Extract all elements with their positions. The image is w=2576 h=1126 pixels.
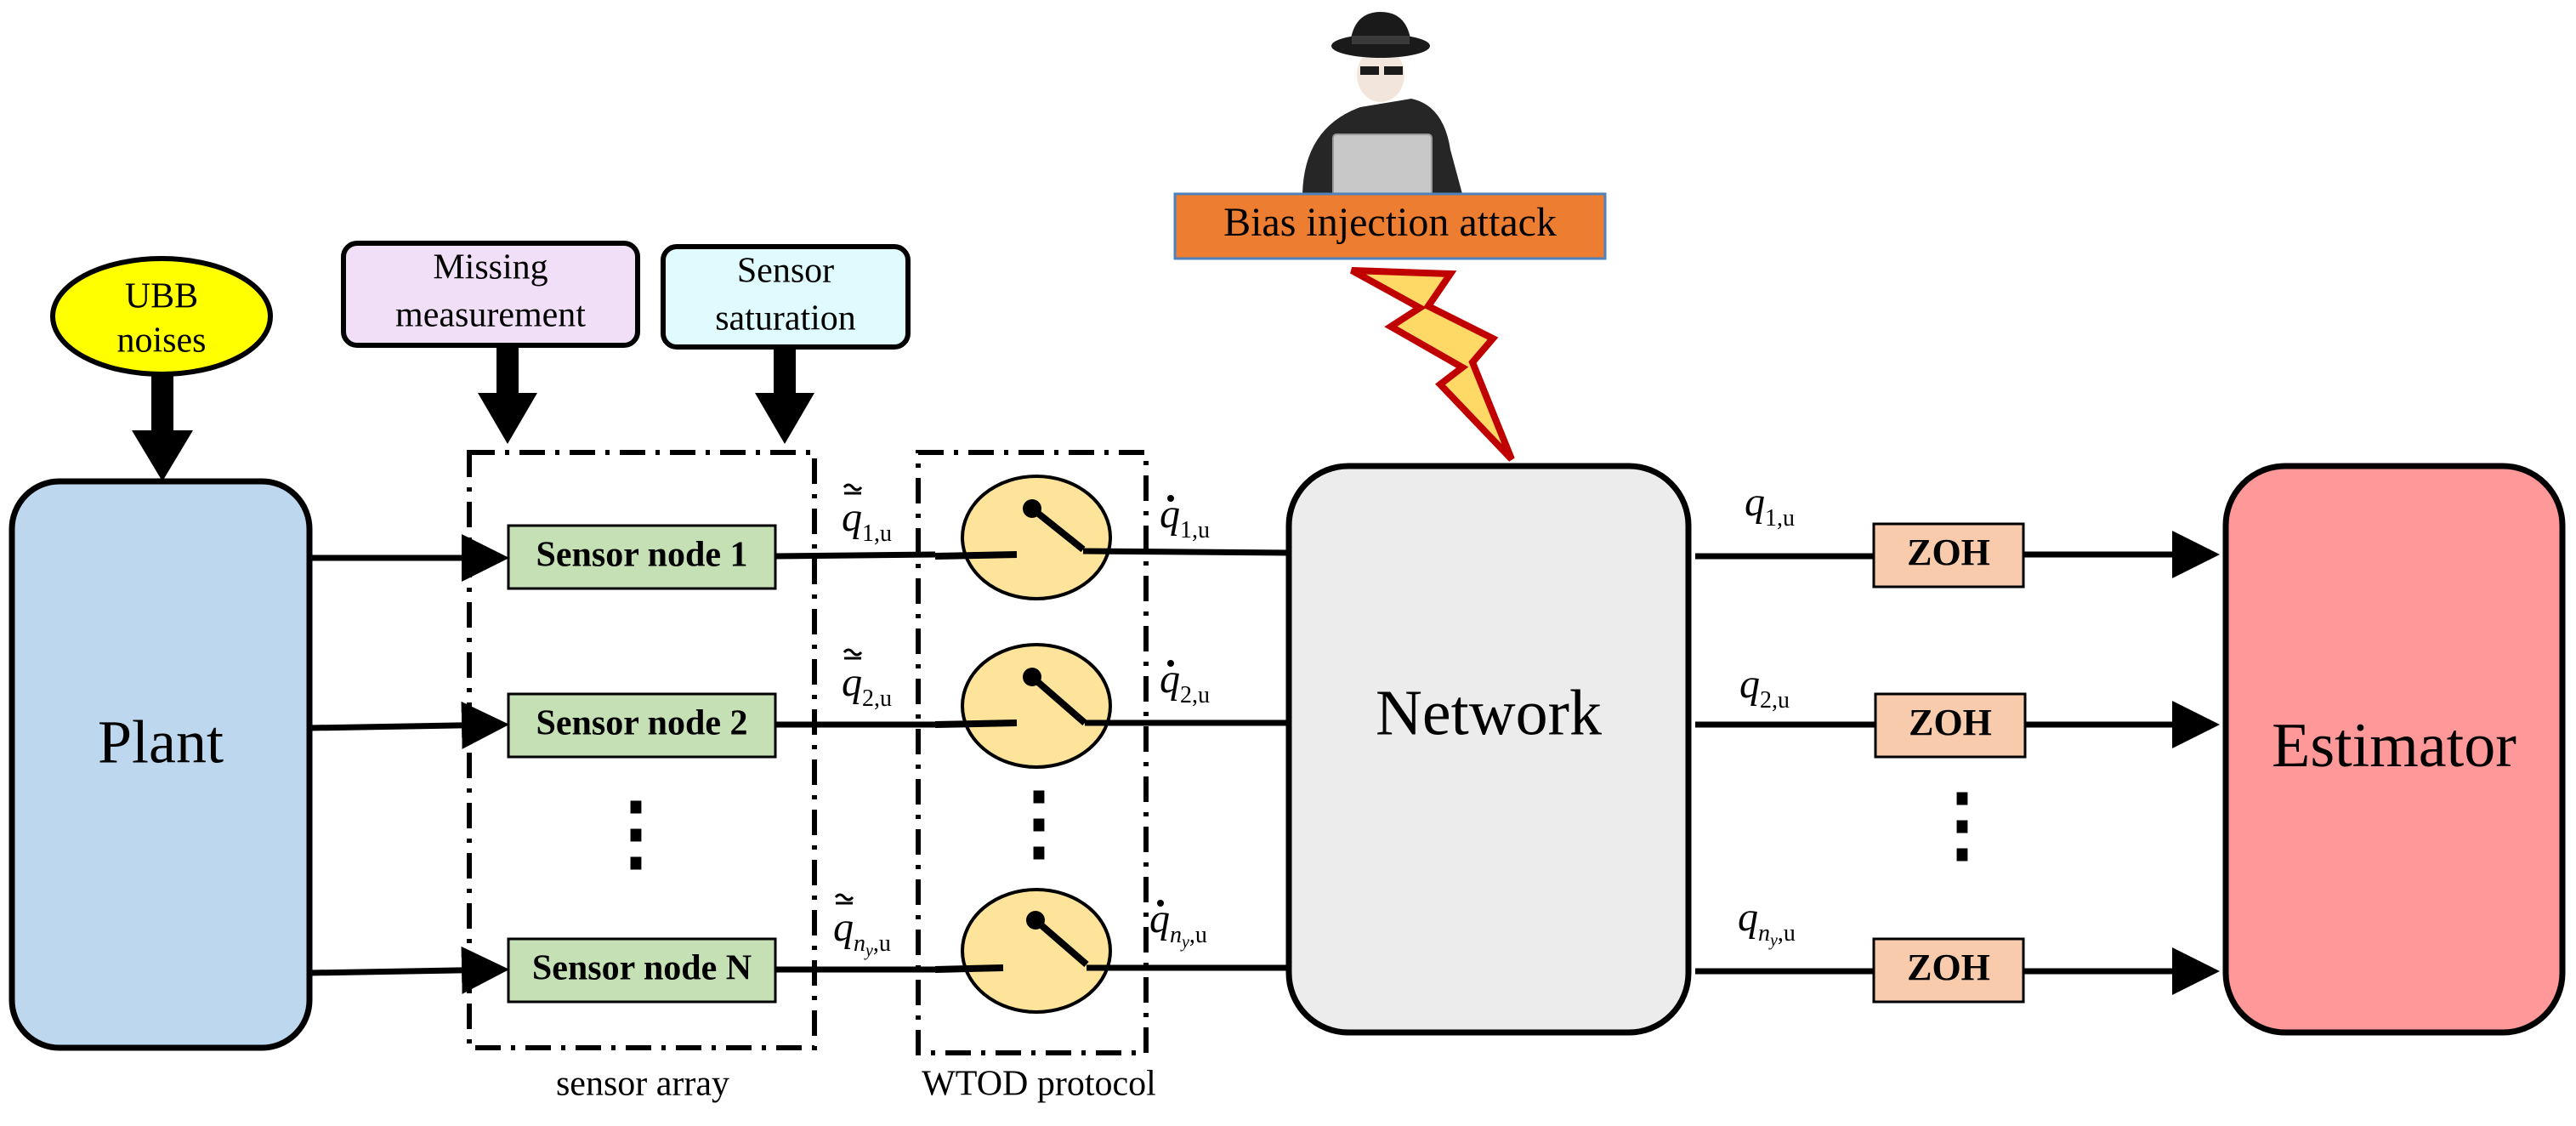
switch-n xyxy=(934,888,1112,1014)
network-to-zoh-lines xyxy=(1695,553,1875,975)
qbar-2-label: q2,u xyxy=(842,648,892,712)
estimator-block: Estimator xyxy=(2222,463,2566,1036)
svg-text:q1,u: q1,u xyxy=(1745,480,1795,532)
saturation-label-line2: saturation xyxy=(715,299,856,338)
qdot-2-label: q2,u xyxy=(1160,657,1210,708)
network-block: Network xyxy=(1285,463,1692,1036)
zoh-1: ZOH xyxy=(1872,522,2025,589)
wtod-protocol-group: WTOD protocol xyxy=(916,450,1156,1104)
q-1-label: q1,u xyxy=(1745,480,1795,532)
ubb-label-line1: UBB xyxy=(125,277,198,316)
sensor-saturation: Sensor saturation xyxy=(661,244,911,350)
lightning-bolt-icon xyxy=(1350,267,1515,462)
sensor-node-1: Sensor node 1 xyxy=(507,524,777,590)
svg-text:qny,u: qny,u xyxy=(1149,896,1207,952)
sensor-node-1-label: Sensor node 1 xyxy=(536,536,748,575)
svg-text:qny,u: qny,u xyxy=(833,905,891,960)
plant-to-sensor-arrows xyxy=(309,534,509,994)
zoh-1-label: ZOH xyxy=(1907,532,1990,573)
sensor-node-2: Sensor node 2 xyxy=(507,692,777,759)
bias-injection-attack: Bias injection attack xyxy=(1173,192,1607,260)
saturation-label-line1: Sensor xyxy=(737,252,834,291)
qbar-1-label: q1,u xyxy=(842,483,892,547)
zoh-ellipsis: ⋮ xyxy=(1921,779,2003,870)
q-n-label: qny,u xyxy=(1738,895,1796,950)
zoh-2: ZOH xyxy=(1874,692,2027,759)
switch-to-network-lines xyxy=(1082,548,1290,971)
saturation-arrow xyxy=(755,349,814,444)
plant-to-sensor-n-arrow xyxy=(309,946,509,994)
missing-label-line2: measurement xyxy=(395,296,586,335)
plant-block: Plant xyxy=(9,478,313,1051)
sensor-ellipsis: ⋮ xyxy=(595,788,677,879)
attack-label: Bias injection attack xyxy=(1223,200,1557,245)
zoh-2-label: ZOH xyxy=(1909,702,1992,743)
ubb-label-line2: noises xyxy=(117,321,207,361)
svg-text:q1,u: q1,u xyxy=(842,495,892,547)
qdot-n-label: qny,u xyxy=(1149,896,1207,952)
plant-to-sensor-2-arrow xyxy=(309,701,509,749)
switch-ellipsis: ⋮ xyxy=(998,777,1080,868)
ubb-arrow xyxy=(132,374,193,481)
svg-text:q2,u: q2,u xyxy=(1160,657,1210,708)
sensor-node-n-label: Sensor node N xyxy=(532,949,752,988)
hacker-icon xyxy=(1302,12,1462,196)
missing-label-line1: Missing xyxy=(433,248,548,287)
zoh-to-estimator-arrows xyxy=(2023,531,2220,995)
switch-2 xyxy=(934,643,1112,769)
zoh-n-label: ZOH xyxy=(1907,947,1990,988)
missing-arrow xyxy=(478,347,537,444)
svg-text:qny,u: qny,u xyxy=(1738,895,1796,950)
svg-text:q2,u: q2,u xyxy=(842,660,892,712)
wtod-protocol-label: WTOD protocol xyxy=(922,1065,1156,1104)
svg-text:q2,u: q2,u xyxy=(1739,662,1790,714)
qdot-1-label: q1,u xyxy=(1160,492,1210,543)
q-2-label: q2,u xyxy=(1739,662,1790,714)
sensor-to-switch-lines xyxy=(775,551,936,973)
switch-1 xyxy=(934,475,1112,600)
ubb-noises: UBB noises xyxy=(50,256,273,377)
sensor-node-2-label: Sensor node 2 xyxy=(536,704,748,743)
zoh-n: ZOH xyxy=(1872,937,2025,1004)
qbar-n-label: qny,u xyxy=(833,893,891,960)
sensor-node-n: Sensor node N xyxy=(507,937,777,1004)
missing-measurement: Missing measurement xyxy=(341,241,640,348)
sensor-array-label: sensor array xyxy=(556,1065,729,1104)
plant-label: Plant xyxy=(98,708,224,776)
svg-text:q1,u: q1,u xyxy=(1160,492,1210,543)
estimator-label: Estimator xyxy=(2272,711,2516,781)
network-label: Network xyxy=(1376,677,1602,748)
sensor-array-group: sensor array xyxy=(467,450,817,1104)
